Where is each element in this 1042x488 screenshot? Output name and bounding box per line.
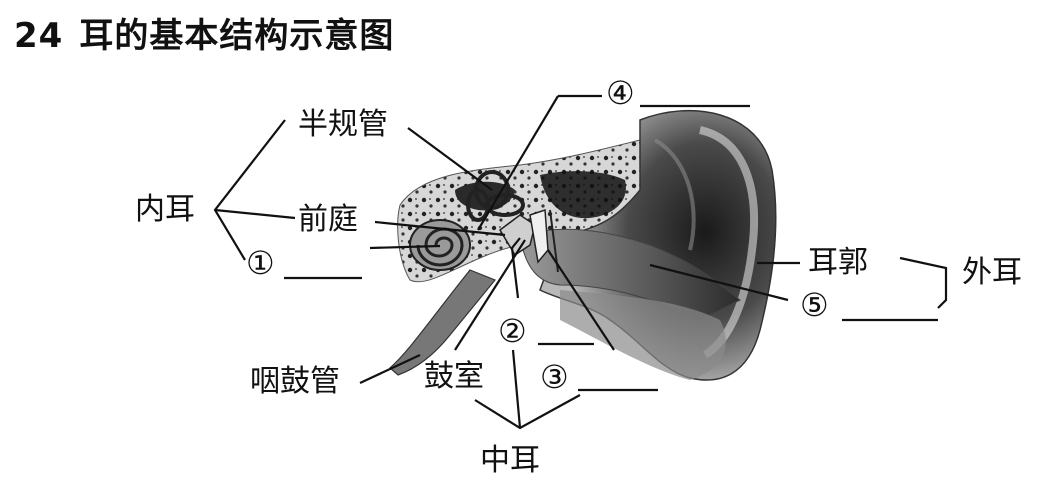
- label-tympanic-cavity: 鼓室: [424, 359, 484, 394]
- label-vestibule: 前庭: [298, 202, 358, 237]
- label-inner-ear: 内耳: [135, 192, 195, 227]
- label-marker-2: ②: [498, 312, 527, 350]
- label-outer-ear: 外耳: [962, 255, 1022, 290]
- label-auricle: 耳郭: [808, 245, 868, 280]
- label-marker-1: ①: [246, 244, 275, 282]
- label-marker-3: ③: [540, 358, 569, 396]
- cochlea-illustration: [409, 219, 471, 271]
- title-text: 耳的基本结构示意图: [79, 16, 395, 56]
- label-marker-5: ⑤: [800, 286, 829, 324]
- label-middle-ear: 中耳: [480, 443, 540, 478]
- lower-tissue-illustration: [560, 290, 726, 380]
- question-number: 24: [14, 16, 64, 56]
- diagram-title: 24 耳的基本结构示意图: [14, 8, 394, 57]
- label-eustachian-tube: 咽鼓管: [250, 364, 340, 399]
- label-marker-4: ④: [606, 74, 635, 112]
- leader-lines: [213, 94, 948, 430]
- ear-canal-illustration: [519, 228, 741, 321]
- label-semicircular-canals: 半规管: [298, 107, 388, 142]
